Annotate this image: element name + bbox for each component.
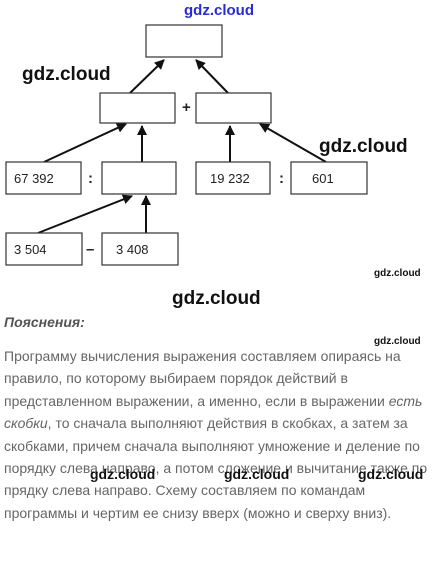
dividend-right-box (195, 161, 271, 195)
watermark-mid: gdz.cloud (224, 466, 290, 482)
minus-operator: – (86, 241, 94, 258)
divisor-left-box (101, 161, 177, 195)
divisor-right-value: 601 (312, 171, 334, 186)
watermark-large: gdz.cloud (22, 64, 111, 85)
minuend-box (5, 232, 83, 266)
dividend-left-value: 67 392 (14, 171, 54, 186)
divide-operator-left: : (88, 170, 93, 187)
arrow-sum-right-to-result (195, 59, 229, 94)
watermark-mid: gdz.cloud (90, 466, 156, 482)
watermark-large: gdz.cloud (172, 288, 261, 309)
dividend-right-value: 19 232 (210, 171, 250, 186)
subtrahend-box (101, 232, 179, 266)
explanation-text-part2: , то сначала выполняют действия в скобка… (4, 415, 428, 521)
arrow-sum-left-to-result (129, 59, 165, 94)
minuend-value: 3 504 (14, 242, 47, 257)
sum-right-box (195, 92, 272, 124)
arrow-minuend-to-divisor-left (37, 194, 133, 234)
result-box (145, 24, 223, 58)
arrow-divisor-right-to-sum-right (259, 123, 327, 163)
program-scheme-diagram: 67 392 19 232 601 3 504 3 408 + : : – (5, 24, 368, 266)
watermark-mid: gdz.cloud (358, 466, 424, 482)
sum-left-box (99, 92, 176, 124)
arrow-dividend-left-to-sum-left (43, 123, 127, 163)
dividend-left-box (5, 161, 82, 195)
explanation-text-part1: Программу вычисления выражения составляе… (4, 348, 401, 409)
watermark-top: gdz.cloud (184, 2, 254, 19)
watermark-large: gdz.cloud (319, 136, 408, 157)
explanation-heading: Пояснения: (4, 314, 85, 330)
subtrahend-value: 3 408 (116, 242, 149, 257)
watermark-small: gdz.cloud (374, 336, 421, 347)
explanation-emphasis: есть скобки (4, 392, 423, 432)
explanation-paragraph: Программу вычисления выражения составляе… (4, 345, 438, 524)
watermark-small: gdz.cloud (374, 268, 421, 279)
divisor-right-box (290, 161, 368, 195)
plus-operator: + (182, 99, 191, 116)
divide-operator-right: : (279, 170, 284, 187)
